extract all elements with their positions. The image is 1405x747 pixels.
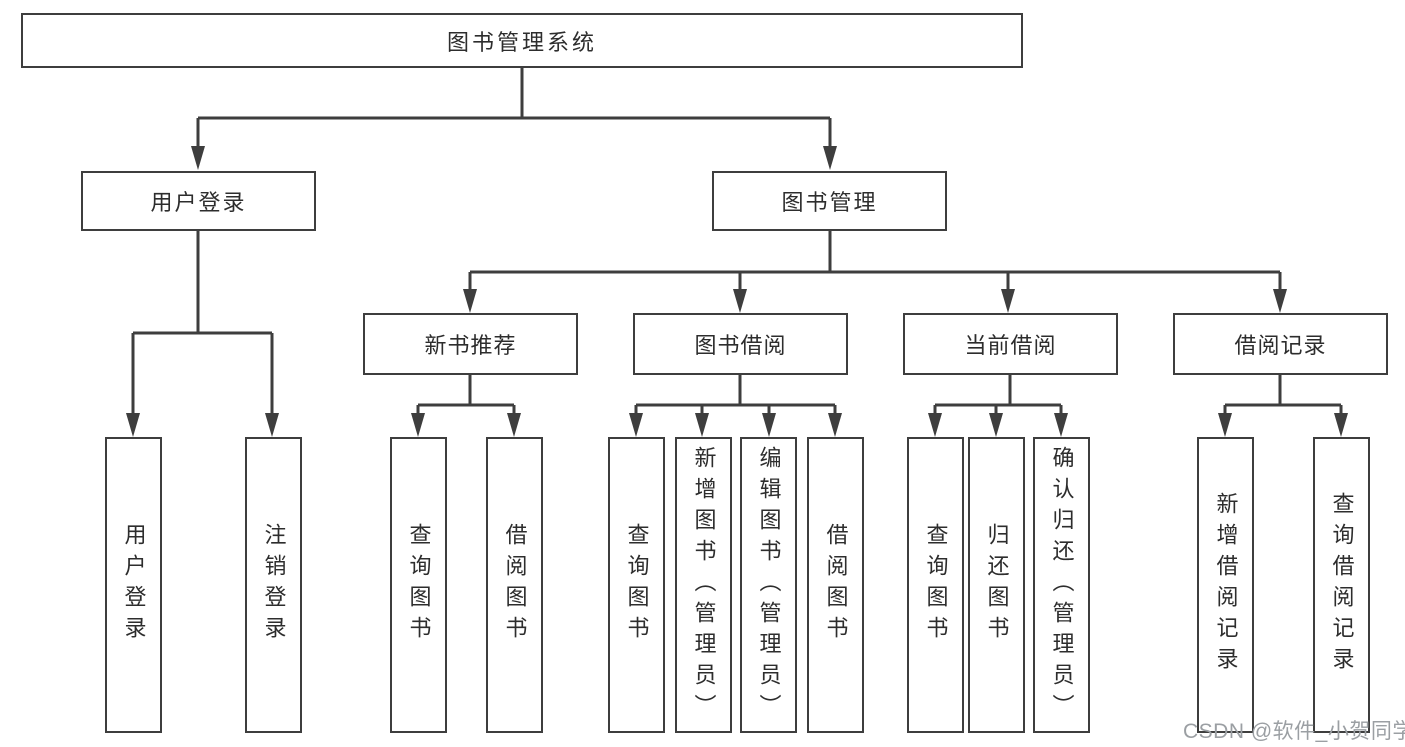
node-borrowing-records: 借阅记录	[1173, 313, 1388, 375]
leaf-borrow-books-borrowing: 借阅图书	[807, 437, 864, 733]
leaf-confirm-return-admin: 确认归还（管理员）	[1033, 437, 1090, 733]
node-book-management: 图书管理	[712, 171, 947, 231]
leaf-borrow-books-recommend: 借阅图书	[486, 437, 543, 733]
leaf-add-borrow-record: 新增借阅记录	[1197, 437, 1254, 733]
leaf-query-books-borrowing: 查询图书	[608, 437, 665, 733]
node-user-login: 用户登录	[81, 171, 316, 231]
csdn-watermark: CSDN @软件_小贺同学	[1183, 720, 1405, 743]
node-book-borrowing: 图书借阅	[633, 313, 848, 375]
node-current-borrowing: 当前借阅	[903, 313, 1118, 375]
leaf-query-borrow-record: 查询借阅记录	[1313, 437, 1370, 733]
leaf-query-books-recommend: 查询图书	[390, 437, 447, 733]
leaf-logout: 注销登录	[245, 437, 302, 733]
leaf-edit-book-admin: 编辑图书（管理员）	[740, 437, 797, 733]
leaf-query-books-current: 查询图书	[907, 437, 964, 733]
node-library-system: 图书管理系统	[21, 13, 1023, 68]
node-new-book-recommend: 新书推荐	[363, 313, 578, 375]
leaf-add-book-admin: 新增图书（管理员）	[675, 437, 732, 733]
leaf-return-book: 归还图书	[968, 437, 1025, 733]
leaf-user-login: 用户登录	[105, 437, 162, 733]
